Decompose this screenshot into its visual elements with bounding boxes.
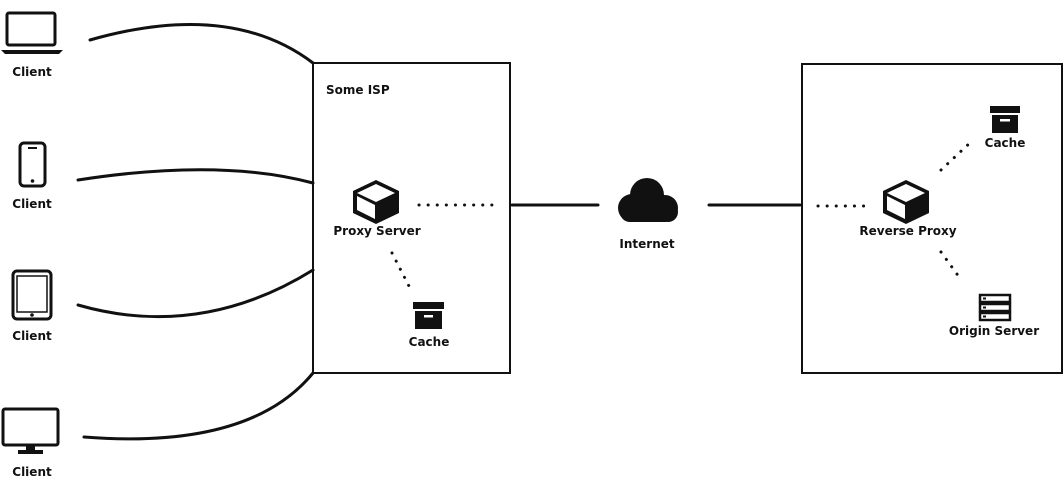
- connection-client-3: [76, 268, 315, 319]
- origin-server-label: Origin Server: [949, 324, 1039, 338]
- origin-cache-label: Cache: [985, 136, 1026, 150]
- cache-icon: [413, 302, 444, 329]
- origin-network-box: [801, 63, 1063, 374]
- reverse-proxy-icon: [883, 180, 929, 224]
- client-label-1: Client: [12, 65, 52, 79]
- server-rack-icon: [978, 293, 1012, 322]
- internet-label: Internet: [619, 237, 674, 251]
- connection-client-1: [88, 22, 315, 65]
- client-label-3: Client: [12, 329, 52, 343]
- cloud-icon: [618, 178, 678, 222]
- connection-client-2: [76, 168, 315, 185]
- proxy-server-icon: [353, 180, 399, 224]
- cache-icon: [990, 106, 1020, 133]
- tablet-icon: [11, 269, 53, 321]
- proxy-server-label: Proxy Server: [333, 224, 420, 238]
- laptop-icon: [1, 11, 63, 54]
- smartphone-icon: [18, 141, 47, 188]
- client-label-4: Client: [12, 465, 52, 479]
- isp-title: Some ISP: [326, 83, 390, 97]
- isp-cache-label: Cache: [409, 335, 450, 349]
- isp-box: [312, 62, 511, 374]
- reverse-proxy-cache-link: [939, 138, 975, 172]
- reverse-proxy-label: Reverse Proxy: [859, 224, 956, 238]
- desktop-monitor-icon: [1, 407, 60, 454]
- reverse-proxy-origin-link: [939, 250, 964, 283]
- connection-client-4: [82, 371, 315, 441]
- client-label-2: Client: [12, 197, 52, 211]
